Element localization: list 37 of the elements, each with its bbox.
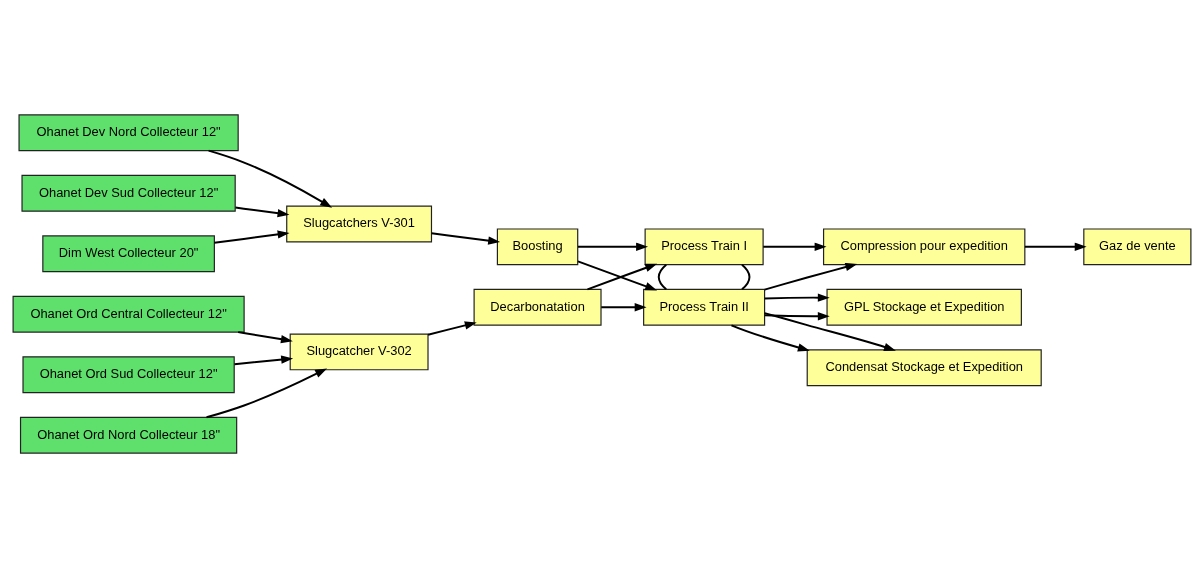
- arrow: [577, 242, 648, 251]
- arrow: [234, 206, 290, 217]
- node-box: Slugcatcher V-302: [289, 332, 429, 370]
- node-box: Ohanet Dev Nord Collecteur 12": [18, 113, 239, 151]
- connector: [741, 263, 751, 290]
- arrow: [763, 262, 858, 291]
- node-box: Decarbonatation: [473, 288, 602, 326]
- arrow: [213, 229, 290, 244]
- arrow: [207, 149, 333, 208]
- arrow: [763, 311, 830, 320]
- node-box: Ohanet Ord Nord Collecteur 18": [19, 416, 238, 454]
- node-box: Dim West Collecteur 20": [42, 234, 215, 272]
- node-box: Process Train I: [644, 227, 764, 265]
- node-box: Slugcatchers V-301: [286, 205, 433, 242]
- node-box: Condensat Stockage et Expedition: [806, 348, 1042, 386]
- arrow: [577, 259, 658, 290]
- arrow: [427, 320, 477, 336]
- arrow: [763, 311, 896, 351]
- arrow: [586, 263, 658, 290]
- node-box: Process Train II: [643, 288, 766, 326]
- arrow: [237, 330, 293, 343]
- arrow: [600, 302, 647, 311]
- node-box: GPL Stockage et Expedition: [826, 288, 1022, 326]
- node-box: Boosting: [496, 227, 579, 265]
- arrow: [233, 354, 294, 365]
- arrow: [430, 231, 501, 245]
- node-box: Gaz de vente: [1083, 227, 1192, 265]
- connector: [657, 263, 668, 290]
- arrow: [1023, 242, 1087, 251]
- node-box: Compression pour expedition: [823, 227, 1026, 265]
- node-box: Ohanet Ord Central Collecteur 12": [12, 295, 245, 333]
- arrow: [730, 323, 810, 351]
- arrow: [762, 242, 827, 251]
- arrow: [205, 367, 328, 418]
- arrow: [763, 292, 830, 302]
- node-box: Ohanet Dev Sud Collecteur 12": [21, 174, 236, 212]
- node-box: Ohanet Ord Sud Collecteur 12": [22, 355, 235, 393]
